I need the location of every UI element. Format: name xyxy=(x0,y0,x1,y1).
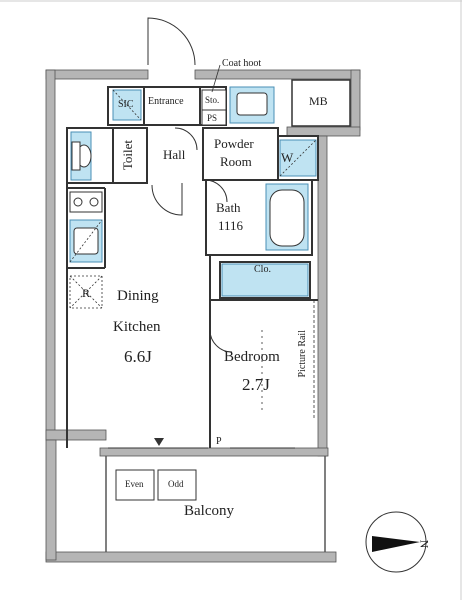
compass xyxy=(365,511,427,573)
stove xyxy=(69,191,103,213)
dining-kitchen-size: 6.6J xyxy=(124,347,152,366)
balcony-label: Balcony xyxy=(184,503,234,519)
pillar-label: P xyxy=(216,436,222,447)
compass-north-label: N xyxy=(417,539,432,549)
bedroom-label: Bedroom xyxy=(224,349,280,365)
evacuation-even-label: Even xyxy=(125,479,144,489)
powder-room-label-1: Powder xyxy=(214,136,254,151)
closet-fill xyxy=(221,263,309,297)
interior-walls xyxy=(66,86,319,449)
ps-box xyxy=(201,109,227,126)
entrance-marker xyxy=(154,438,164,446)
bath-label: Bath xyxy=(216,200,241,215)
picture-rail-label: Picture Rail xyxy=(297,330,308,378)
evacuation-hatches xyxy=(115,469,197,501)
closet-label: Clo. xyxy=(254,264,271,275)
door-swings xyxy=(147,17,233,353)
sic-label: SIC xyxy=(118,99,134,110)
entrance-label: Entrance xyxy=(148,96,184,107)
dining-kitchen-label-1: Dining xyxy=(117,288,159,304)
storage-label: Sto. xyxy=(205,95,220,105)
dining-kitchen-label-2: Kitchen xyxy=(113,319,161,335)
evacuation-odd-label: Odd xyxy=(168,479,184,489)
bath-size-label: 1116 xyxy=(218,218,244,233)
ps-label: PS xyxy=(207,113,218,123)
exterior-walls xyxy=(45,69,361,563)
bedroom-size: 2.7J xyxy=(242,375,270,394)
mb-label: MB xyxy=(309,94,328,108)
bathtub xyxy=(269,189,305,247)
hall-label: Hall xyxy=(163,147,186,162)
refrigerator-label: R xyxy=(82,286,91,300)
mb-box xyxy=(291,79,351,127)
refrigerator-outline xyxy=(69,275,103,309)
washer-label: W xyxy=(281,150,294,165)
kitchen-basin xyxy=(73,227,99,255)
coat-hook-label: Coat hoot xyxy=(222,58,262,69)
toilet-label: Toilet xyxy=(120,140,135,171)
sink-basin xyxy=(236,92,268,116)
toilet-tank xyxy=(71,141,81,171)
powder-room-label-2: Room xyxy=(220,154,252,169)
